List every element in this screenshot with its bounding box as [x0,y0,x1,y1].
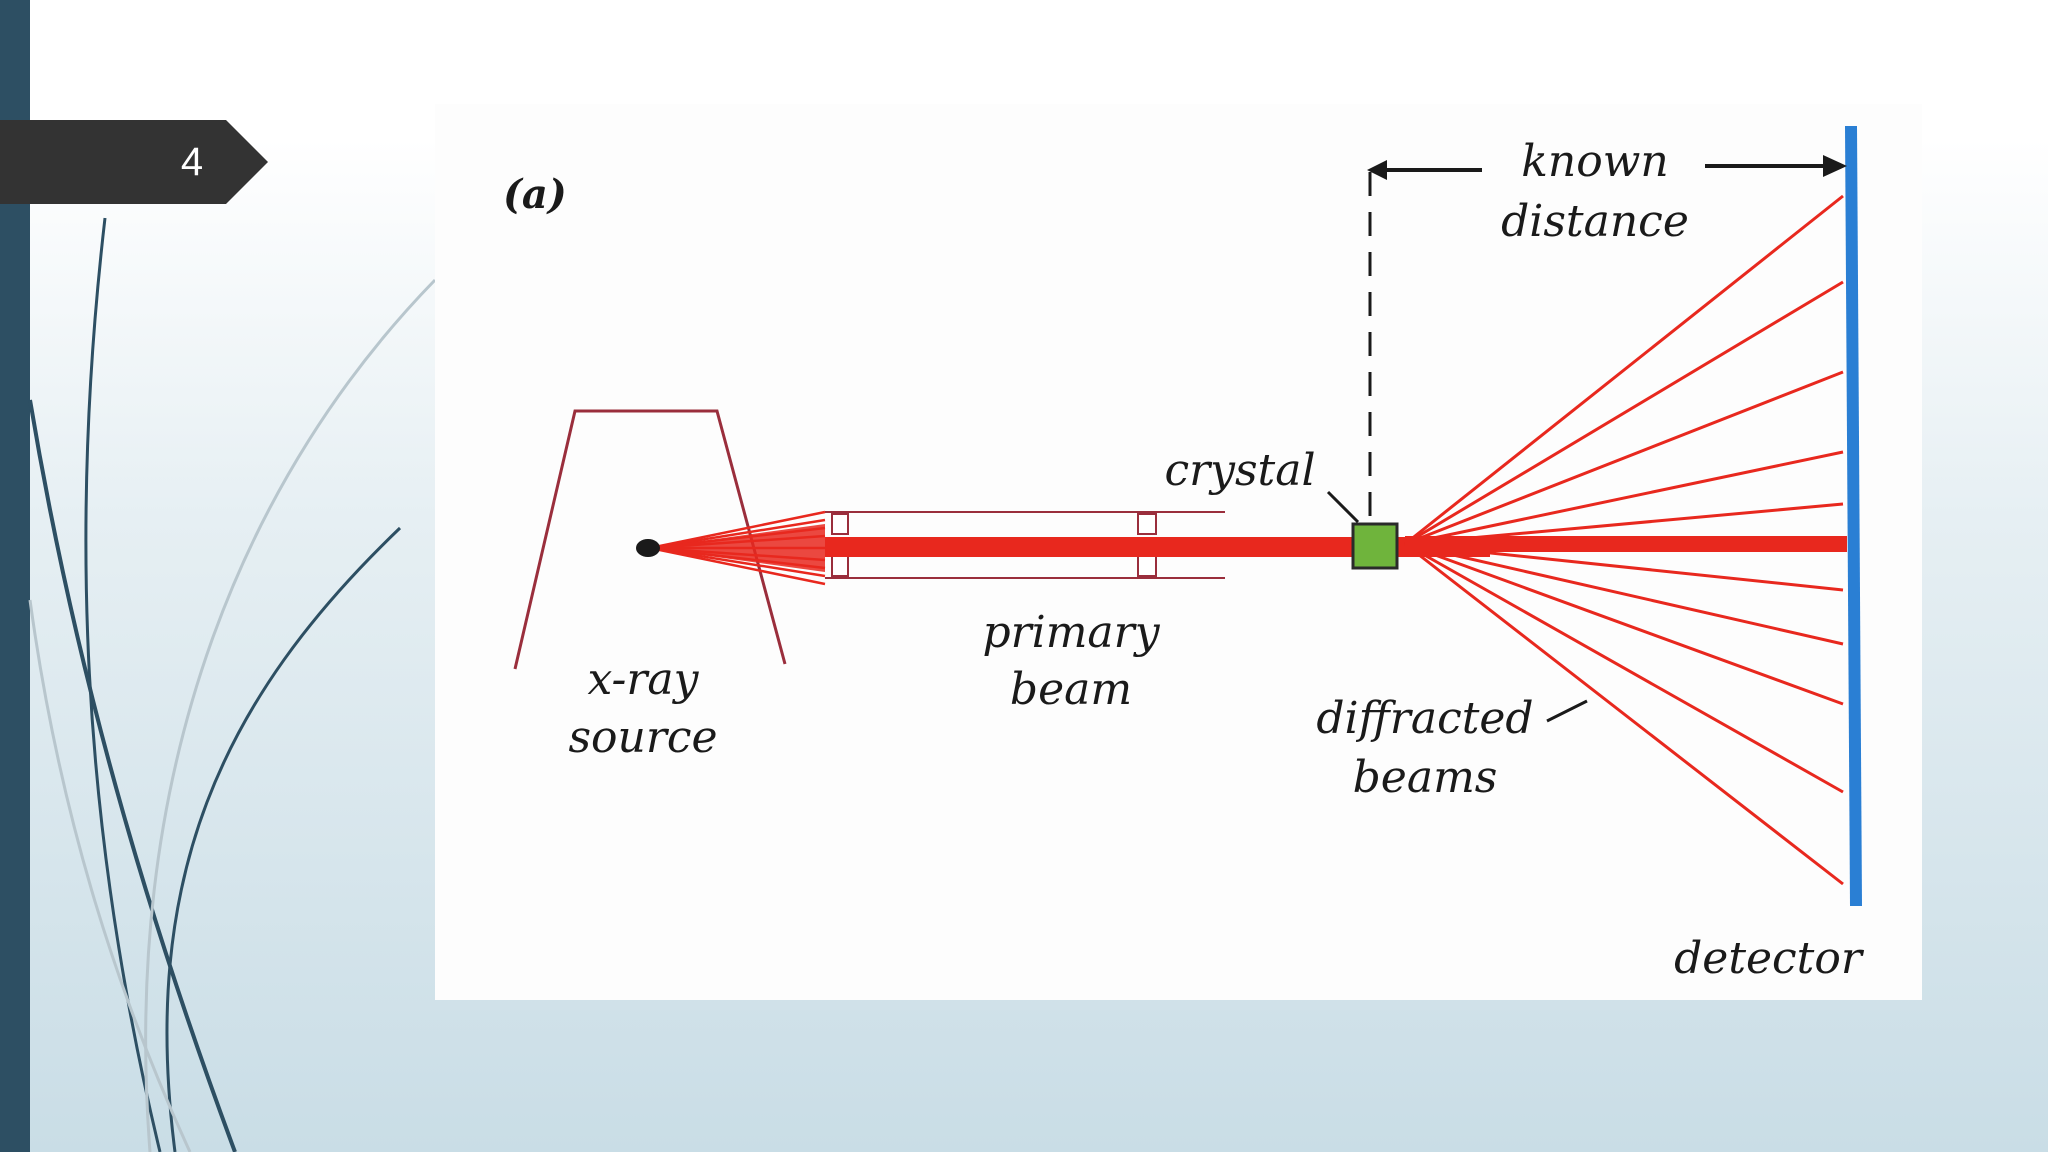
diffracted-leader-line [1546,699,1588,723]
label-crystal: crystal [1164,445,1315,496]
label-distance: distance [1501,196,1689,247]
slide-number-tab [0,120,268,204]
arrow-head-right [1823,155,1847,177]
label-source: source [568,712,717,763]
label-beam: beam [1010,664,1132,715]
xray-diffraction-figure: (a) known distance crystal primary beam … [435,104,1922,1000]
diffraction-diagram: (a) known distance crystal primary beam … [503,125,1865,984]
primary-beam [825,537,1490,557]
transmitted-beam [1405,536,1847,552]
panel-label: (a) [503,171,567,218]
xray-source-point [636,539,660,557]
diffracted-beams [1404,194,1844,886]
slide-number: 4 [180,140,204,184]
label-diffracted: diffracted [1316,693,1533,744]
crystal [1351,522,1399,570]
detector-plate [1845,125,1862,907]
label-xray: x-ray [587,654,699,705]
label-primary: primary [982,607,1160,658]
label-known: known [1521,136,1669,187]
crystal-leader-line [1326,490,1360,524]
source-fan-fill [650,524,825,572]
arrow-head-left [1367,160,1387,180]
label-detector: detector [1674,933,1865,984]
label-beams: beams [1353,752,1498,803]
collimator-tube [825,511,1225,579]
decorative-curves [28,217,437,1152]
